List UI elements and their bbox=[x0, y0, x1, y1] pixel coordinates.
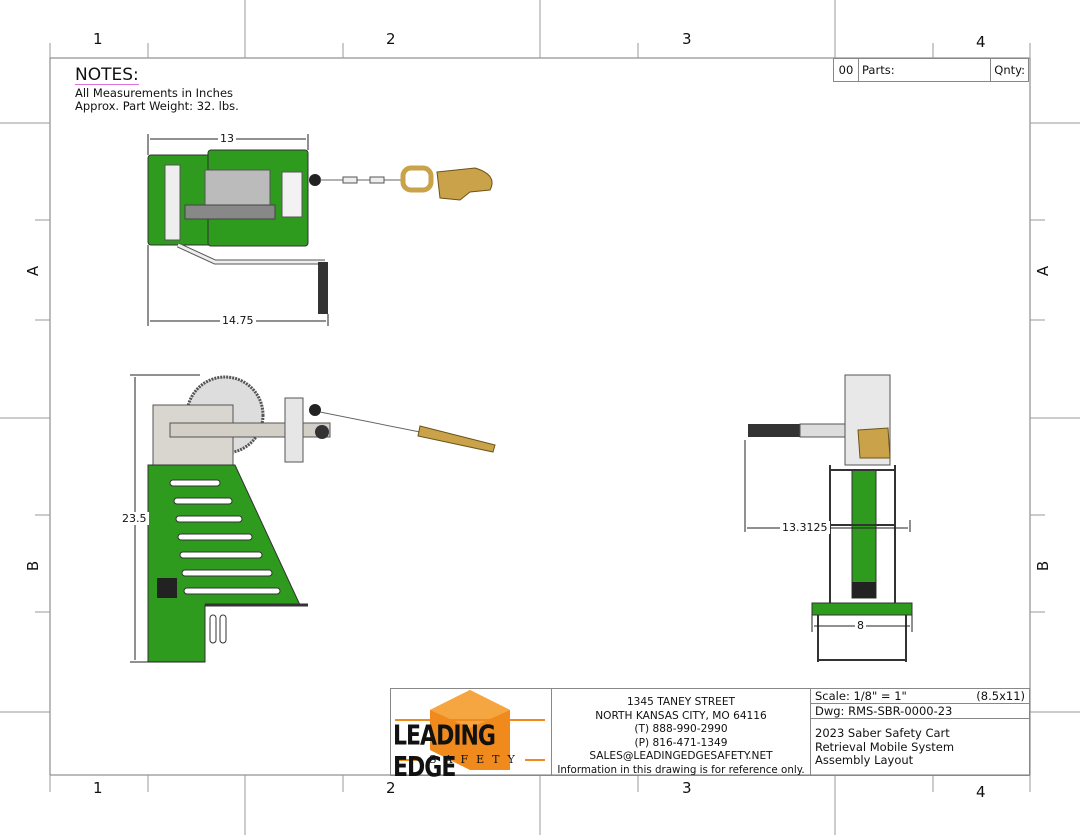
parts-table: 00 Parts: Qnty: bbox=[833, 58, 1029, 82]
note-units: All Measurements in Inches bbox=[75, 86, 234, 100]
notes-title: NOTES: bbox=[75, 65, 139, 85]
phone-p: (P) 816-471-1349 bbox=[634, 736, 728, 749]
title-line-3: Assembly Layout bbox=[815, 753, 914, 767]
zone-col-1: 1 bbox=[93, 30, 103, 48]
dim-side-height: 23.5 bbox=[120, 512, 149, 525]
zone-row-a-right: A bbox=[1034, 265, 1053, 277]
logo-subtext: SAFETY bbox=[429, 753, 523, 766]
scale: Scale: 1/8" = 1" bbox=[815, 689, 907, 703]
zone-col-2-bottom: 2 bbox=[386, 779, 396, 797]
sheet-size: (8.5x11) bbox=[976, 689, 1025, 703]
zone-col-2: 2 bbox=[386, 30, 396, 48]
dim-top-width: 13 bbox=[218, 132, 236, 145]
zone-row-b-right: B bbox=[1034, 560, 1053, 572]
dim-top-overall: 14.75 bbox=[220, 314, 256, 327]
dwg-number: Dwg: RMS-SBR-0000-23 bbox=[815, 704, 953, 718]
phone-t: (T) 888-990-2990 bbox=[634, 723, 728, 736]
parts-balloon: 00 bbox=[834, 59, 859, 81]
top-view bbox=[147, 134, 493, 326]
zone-col-3-bottom: 3 bbox=[682, 779, 692, 797]
email: SALES@LEADINGEDGESAFETY.NET bbox=[589, 750, 773, 763]
zone-col-4-bottom: 4 bbox=[976, 783, 986, 801]
zone-col-4: 4 bbox=[976, 33, 986, 51]
drawing-info: Scale: 1/8" = 1" (8.5x11) Dwg: RMS-SBR-00… bbox=[811, 689, 1029, 775]
dim-front-base: 8 bbox=[855, 619, 866, 632]
qnty-label: Qnty: bbox=[994, 63, 1025, 77]
leading-edge-logo bbox=[395, 690, 545, 770]
address-city: NORTH KANSAS CITY, MO 64116 bbox=[595, 709, 767, 722]
title-line-2: Retrieval Mobile System bbox=[815, 739, 955, 754]
zone-col-3: 3 bbox=[682, 30, 692, 48]
zone-col-1-bottom: 1 bbox=[93, 779, 103, 797]
disclaimer: Information in this drawing is for refer… bbox=[557, 763, 805, 776]
zone-row-b: B bbox=[24, 560, 43, 572]
side-view bbox=[130, 374, 496, 663]
logo-area: LEADING EDGE SAFETY bbox=[391, 689, 552, 783]
address-street: 1345 TANEY STREET bbox=[626, 696, 736, 708]
zone-row-a: A bbox=[24, 265, 43, 277]
logo-text: LEADING EDGE bbox=[393, 720, 496, 784]
front-view bbox=[744, 374, 913, 662]
dim-front-reach: 13.3125 bbox=[780, 521, 830, 534]
parts-label: Parts: bbox=[859, 59, 992, 81]
note-weight: Approx. Part Weight: 32. lbs. bbox=[75, 99, 239, 113]
title-block: LEADING EDGE SAFETY 1345 TANEY STREET NO… bbox=[390, 688, 1030, 783]
company-address: 1345 TANEY STREET NORTH KANSAS CITY, MO … bbox=[552, 689, 811, 776]
title-line-1: 2023 Saber Safety Cart bbox=[815, 726, 950, 740]
